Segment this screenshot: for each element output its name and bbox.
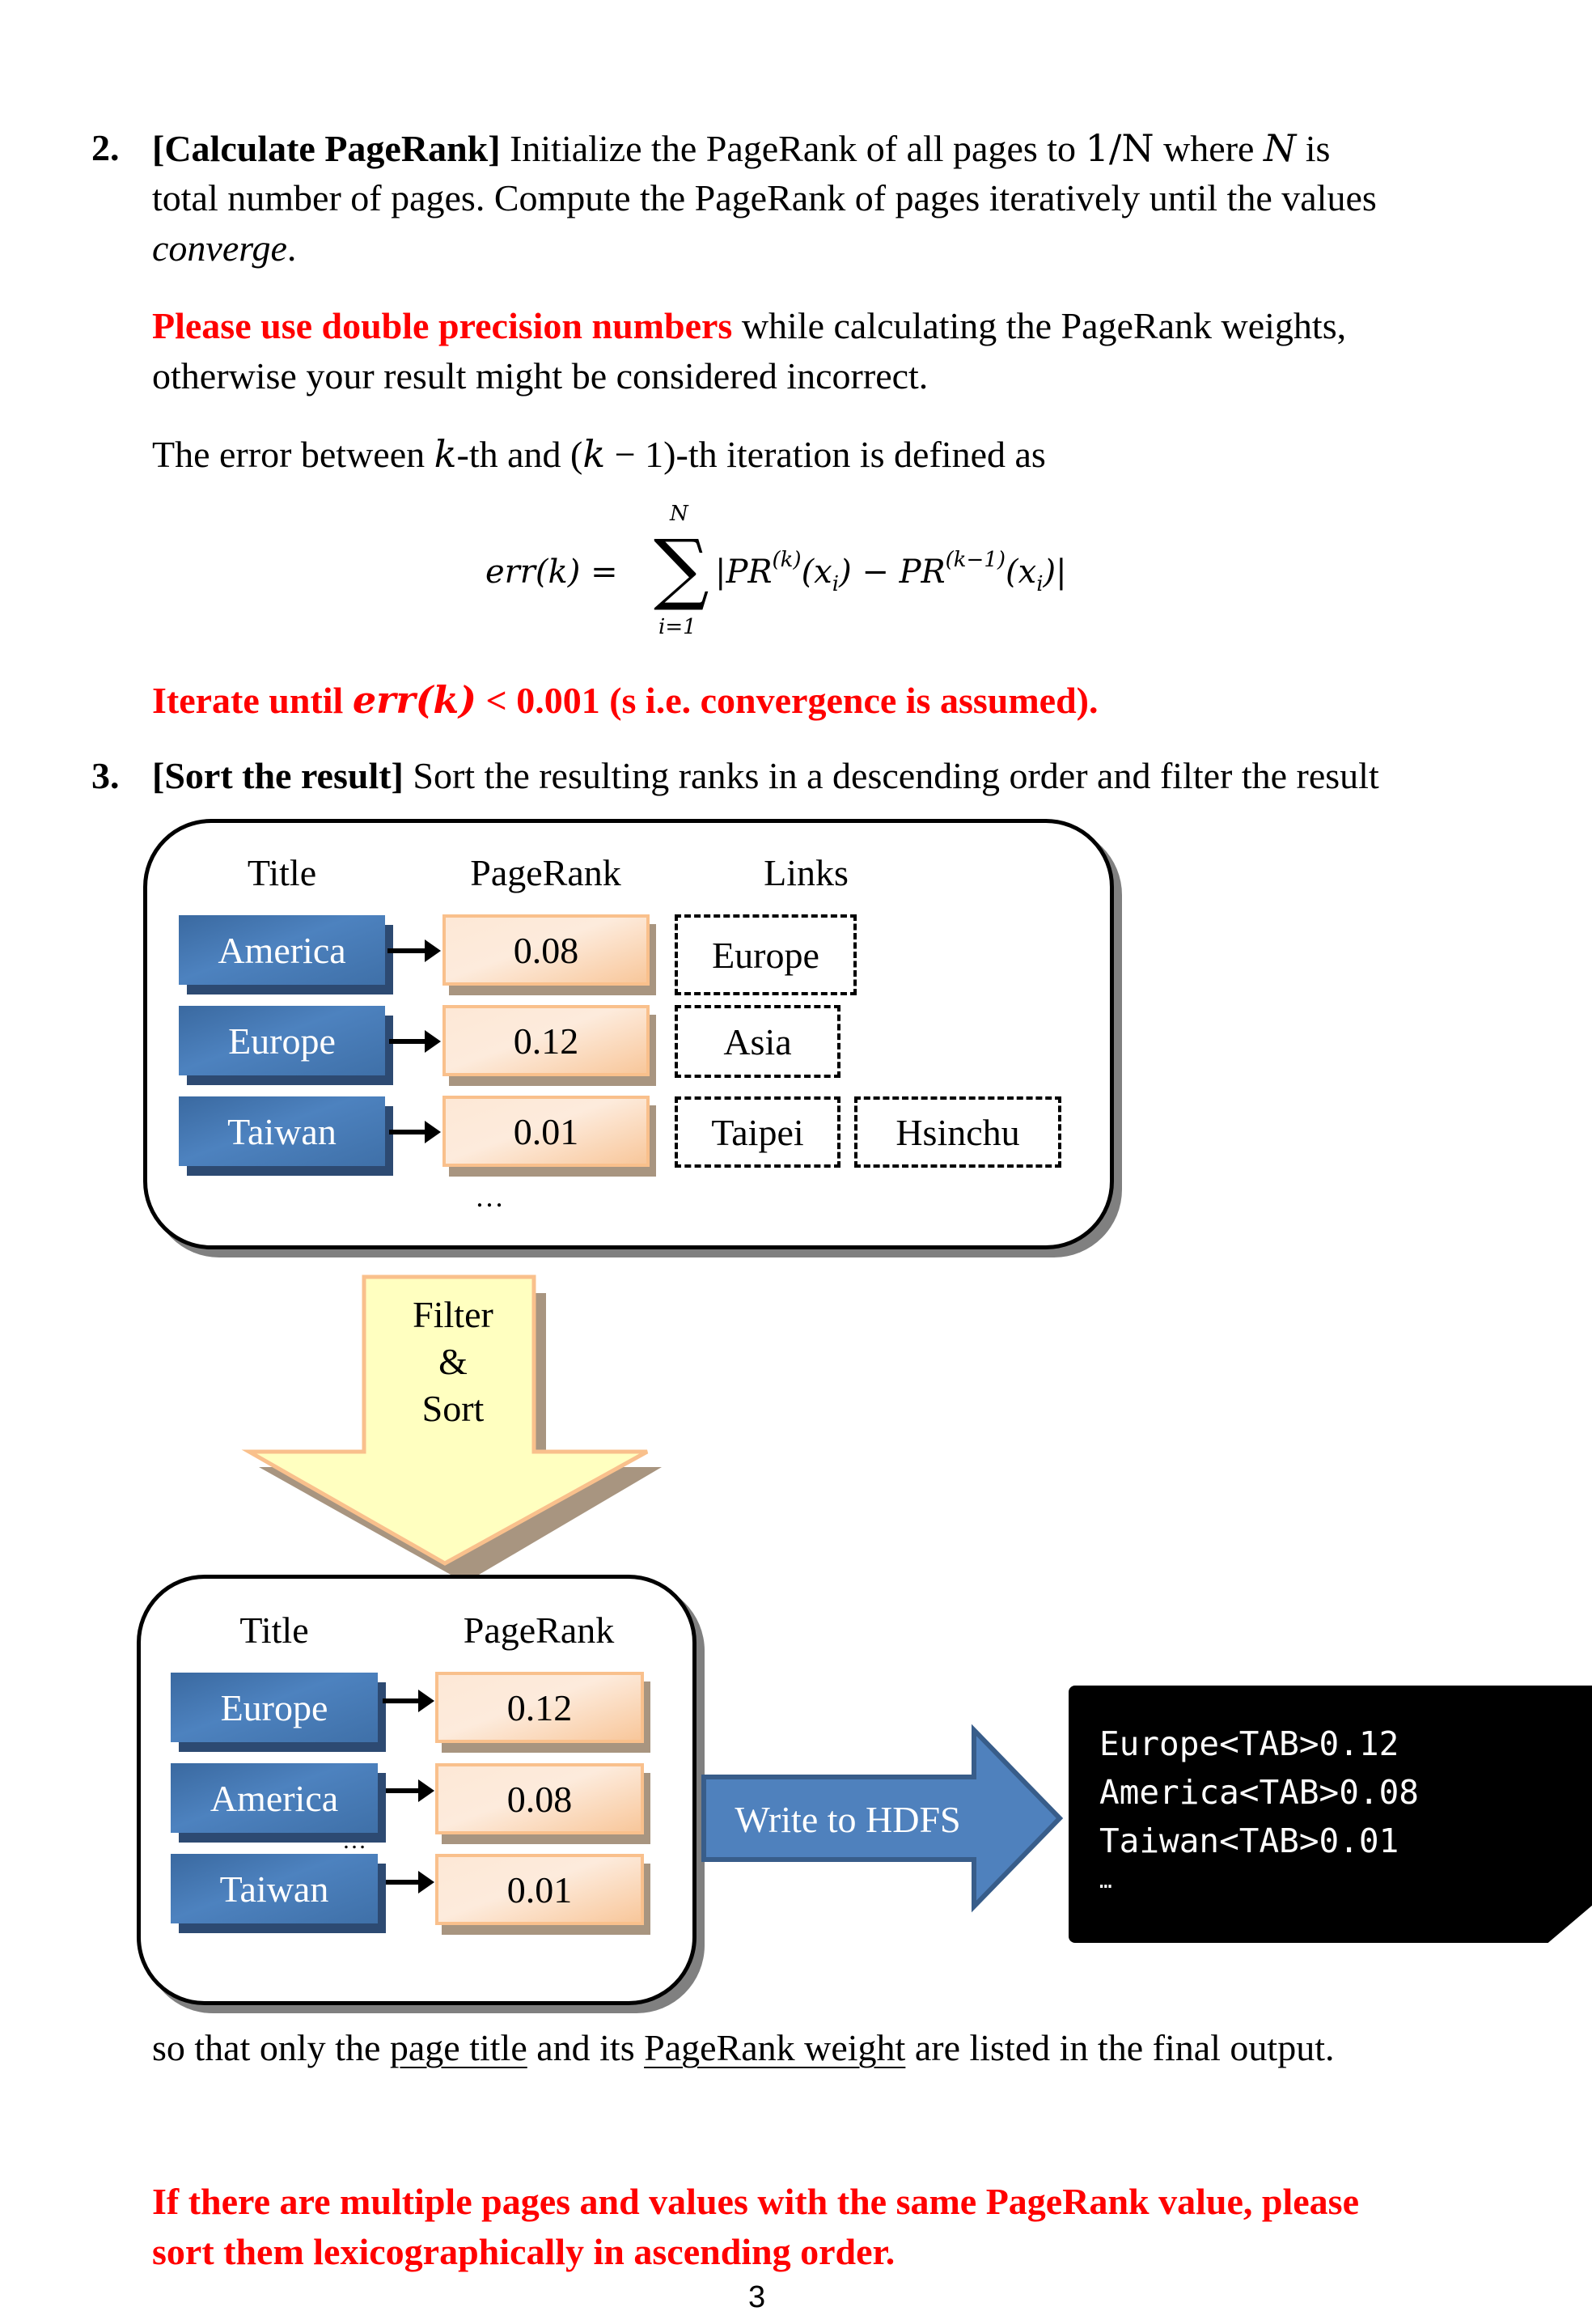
sum-lower-limit: i=1 xyxy=(658,615,696,639)
more-rows-ellipsis: … xyxy=(475,1181,506,1213)
page-number: 3 xyxy=(748,2280,766,2314)
error-formula: err(k) = N ∑ i=1 |PR(k)(xi) − PR(k−1)(xi… xyxy=(485,502,1213,655)
error-def-b: -th and ( xyxy=(456,434,583,475)
pagerank-box-america: 0.08 xyxy=(442,914,650,986)
iterate-expr: err(k) xyxy=(352,678,476,722)
tie-break-note-line2: sort them lexicographically in ascending… xyxy=(152,2231,896,2272)
sub-i: i xyxy=(832,572,840,596)
filter-sort-label: Filter & Sort xyxy=(364,1291,542,1432)
link-box-asia: Asia xyxy=(675,1005,840,1078)
section3-heading: [Sort the result] xyxy=(152,755,404,796)
var-n: N xyxy=(1263,126,1297,170)
pagerank-weight-underlined: PageRank weight xyxy=(644,2027,906,2068)
output-line: Europe<TAB>0.12 xyxy=(1099,1724,1399,1763)
section3-line1: [Sort the result] Sort the resulting ran… xyxy=(152,751,1379,801)
output-more: … xyxy=(1099,1869,1112,1894)
converge-word: converge xyxy=(152,227,287,269)
iterate-a: Iterate until xyxy=(152,680,353,721)
arrow-right-icon xyxy=(389,1121,441,1143)
sup-k: (k) xyxy=(772,548,802,572)
link-box-taipei: Taipei xyxy=(675,1096,840,1168)
section2-line1: [Calculate PageRank] Initialize the Page… xyxy=(152,123,1330,174)
section2-line3: converge. xyxy=(152,223,296,274)
sub-i-2: i xyxy=(1036,572,1044,596)
section2-heading: [Calculate PageRank] xyxy=(152,128,501,169)
filter-sort-arrow-icon xyxy=(241,1274,662,1578)
tie-break-note-line1: If there are multiple pages and values w… xyxy=(152,2181,1359,2222)
precision-line2: otherwise your result might be considere… xyxy=(152,355,929,397)
iterate-b: < 0.001 (s i.e. convergence is assumed). xyxy=(476,680,1099,721)
arg-a: (x xyxy=(801,553,832,591)
var-k: k xyxy=(434,432,457,476)
list-number-2: 2. xyxy=(91,127,120,168)
header-title: Title xyxy=(247,852,317,893)
pagerank-box-europe: 0.12 xyxy=(442,1005,650,1076)
error-def-c: − 1)-th iteration is defined as xyxy=(605,434,1046,475)
arrow-right-icon xyxy=(386,1871,434,1894)
section2-line2: total number of pages. Compute the PageR… xyxy=(152,177,1377,218)
section2-text-a: Initialize the PageRank of all pages to xyxy=(500,128,1086,169)
section3-text: Sort the resulting ranks in a descending… xyxy=(403,755,1379,796)
hdfs-output-panel: Europe<TAB>0.12 America<TAB>0.08 Taiwan<… xyxy=(1069,1686,1592,1943)
var-k2: k xyxy=(582,432,606,476)
sort-label: Sort xyxy=(421,1388,485,1429)
output-header-title: Title xyxy=(239,1609,309,1651)
error-def-a: The error between xyxy=(152,434,434,475)
pagerank-box-taiwan: 0.01 xyxy=(442,1096,650,1167)
write-hdfs-label: Write to HDFS xyxy=(735,1798,961,1840)
init-value: 1/N xyxy=(1085,126,1154,170)
hdfs-output-lines: Europe<TAB>0.12 America<TAB>0.08 Taiwan<… xyxy=(1099,1720,1419,1898)
ampersand-label: & xyxy=(438,1341,468,1382)
after-a: so that only the xyxy=(152,2027,390,2068)
sup-k-1: (k−1) xyxy=(945,548,1006,572)
output-pagerank-taiwan: 0.01 xyxy=(435,1854,644,1925)
header-links: Links xyxy=(764,852,849,893)
output-pagerank-america: 0.08 xyxy=(435,1763,644,1834)
output-title-europe: Europe xyxy=(171,1673,378,1742)
title-box-america: America xyxy=(179,915,385,985)
close-b: )| xyxy=(1043,553,1067,591)
precision-warning: Please use double precision numbers xyxy=(152,305,733,346)
write-hdfs-arrow-icon xyxy=(701,1724,1064,1913)
error-definition: The error between k-th and (k − 1)-th it… xyxy=(152,429,1046,480)
final-output-sentence: so that only the page title and its Page… xyxy=(152,2023,1335,2073)
link-box-hsinchu: Hsinchu xyxy=(854,1096,1061,1168)
arrow-right-icon xyxy=(386,1779,434,1802)
title-box-taiwan: Taiwan xyxy=(179,1096,385,1166)
formula-lhs: err(k) = xyxy=(485,553,618,591)
after-b: and its xyxy=(527,2027,645,2068)
filter-label: Filter xyxy=(413,1294,493,1335)
iterate-condition: Iterate until err(k) < 0.001 (s i.e. con… xyxy=(152,675,1099,726)
arrow-right-icon xyxy=(389,1030,441,1053)
output-line: Taiwan<TAB>0.01 xyxy=(1099,1821,1399,1860)
output-pagerank-europe: 0.12 xyxy=(435,1672,644,1743)
formula-rhs: |PR(k)(xi) − PR(k−1)(xi)| xyxy=(715,548,1067,596)
title-box-europe: Europe xyxy=(179,1006,385,1075)
section2-text-b: where xyxy=(1154,128,1264,169)
section2-text-c: is xyxy=(1296,128,1331,169)
precision-line1: Please use double precision numbers whil… xyxy=(152,301,1346,351)
output-line: America<TAB>0.08 xyxy=(1099,1773,1419,1812)
pr-k: |PR xyxy=(715,553,773,591)
list-number-3: 3. xyxy=(91,755,120,796)
pr-k-1: − PR xyxy=(851,553,946,591)
output-title-taiwan: Taiwan xyxy=(171,1854,378,1923)
header-pagerank: PageRank xyxy=(470,852,621,893)
output-more-ellipsis: … xyxy=(342,1827,368,1854)
precision-rest: while calculating the PageRank weights, xyxy=(732,305,1347,346)
page-title-underlined: page title xyxy=(389,2027,527,2068)
link-box-europe: Europe xyxy=(675,914,857,995)
sum-symbol: ∑ xyxy=(654,523,709,613)
arrow-right-icon xyxy=(387,939,441,962)
output-header-pagerank: PageRank xyxy=(463,1609,615,1651)
output-title-america: America xyxy=(171,1763,378,1833)
after-c: are listed in the final output. xyxy=(905,2027,1335,2068)
period: . xyxy=(286,227,297,269)
arrow-right-icon xyxy=(383,1690,434,1712)
arg-b: (x xyxy=(1006,553,1037,591)
close-a: ) xyxy=(839,553,852,591)
sum-upper-limit: N xyxy=(670,502,688,526)
